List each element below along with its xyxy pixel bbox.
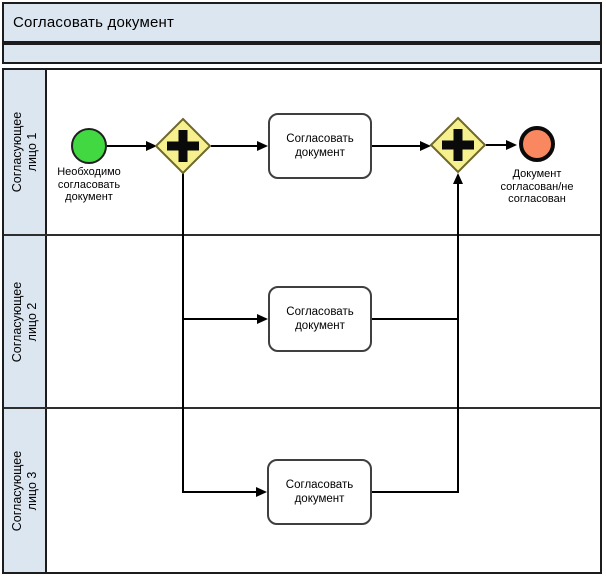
end-event-label: Документ согласован/не согласован: [500, 168, 574, 205]
arrowhead: [256, 487, 267, 497]
arrowhead: [257, 141, 268, 151]
task-approve-document-2[interactable]: Согласовать документ: [268, 286, 372, 352]
end-event[interactable]: [519, 126, 555, 162]
lane-3-header[interactable]: Согласующее лицо 3: [4, 409, 47, 572]
flow-split-to-task2[interactable]: [182, 173, 257, 320]
flow-task3-to-join[interactable]: [372, 184, 459, 493]
task-label: Согласовать документ: [286, 305, 354, 332]
task-label: Согласовать документ: [286, 132, 354, 159]
plus-icon: [442, 129, 474, 161]
parallel-gateway-join[interactable]: [429, 116, 487, 174]
plus-icon: [167, 130, 199, 162]
pool-title: Согласовать документ: [13, 14, 175, 31]
parallel-gateway-split[interactable]: [154, 117, 212, 175]
flow-split-to-task3[interactable]: [182, 319, 256, 493]
pool-subtitle-strip[interactable]: [2, 43, 602, 64]
task-approve-document-3[interactable]: Согласовать документ: [267, 459, 372, 525]
lane-1-header[interactable]: Согласующее лицо 1: [4, 70, 47, 234]
arrowhead: [506, 140, 517, 150]
task-approve-document-1[interactable]: Согласовать документ: [268, 113, 372, 179]
lane-2-header[interactable]: Согласующее лицо 2: [4, 236, 47, 407]
start-event[interactable]: [71, 128, 107, 164]
pool-title-bar[interactable]: Согласовать документ: [2, 2, 602, 43]
arrowhead: [453, 173, 463, 184]
arrowhead: [420, 141, 431, 151]
arrowhead: [146, 141, 157, 151]
start-event-label: Необходимо согласовать документ: [57, 166, 121, 203]
task-label: Согласовать документ: [285, 478, 354, 505]
arrowhead: [257, 314, 268, 324]
